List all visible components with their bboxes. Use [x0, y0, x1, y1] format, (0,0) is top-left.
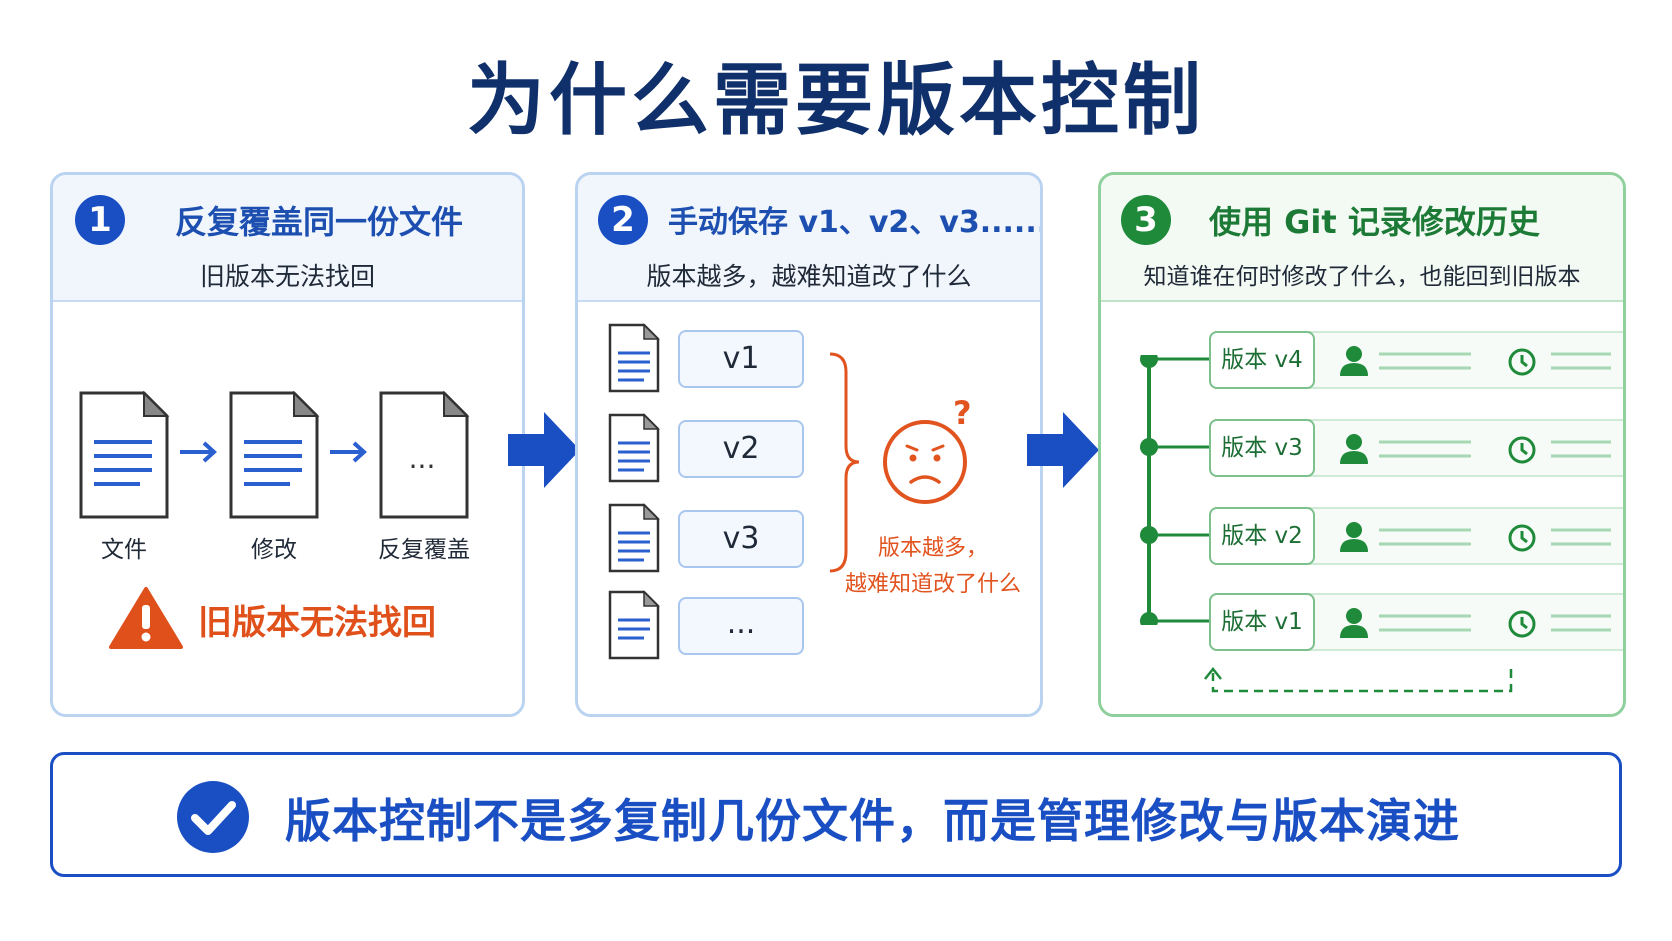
document-icon	[78, 390, 170, 520]
panel-title: 反复覆盖同一份文件	[175, 203, 464, 241]
conclusion-text: 版本控制不是多复制几份文件，而是管理修改与版本演进	[285, 794, 1460, 848]
arrow-right-icon	[328, 440, 368, 464]
timeline-line	[1139, 355, 1209, 625]
question-mark-text: ?	[953, 394, 972, 432]
ellipsis-text: ...	[408, 442, 436, 475]
document-icon	[608, 413, 660, 483]
flow-arrow-icon	[1025, 410, 1101, 490]
doc-label: 文件	[101, 537, 147, 563]
confusion-text-line1: 版本越多，	[877, 536, 988, 561]
version-box: v1	[678, 330, 804, 388]
document-icon	[228, 390, 320, 520]
panel-title: 使用 Git 记录修改历史	[1209, 203, 1540, 241]
warning-icon	[108, 585, 184, 651]
user-icon	[1339, 345, 1369, 377]
placeholder-lines	[1379, 439, 1474, 461]
page-title: 为什么需要版本控制	[466, 56, 1205, 146]
version-row: 版本 v1	[1209, 593, 1623, 651]
arrow-right-icon	[178, 440, 218, 464]
user-icon	[1339, 521, 1369, 553]
document-icon: ...	[378, 390, 470, 520]
clock-icon	[1507, 523, 1537, 553]
version-box: ...	[678, 597, 804, 655]
version-tag: 版本 v3	[1209, 419, 1315, 477]
version-row: 版本 v2	[1209, 507, 1623, 565]
placeholder-lines	[1551, 613, 1613, 635]
panel-header: 2 手动保存 v1、v2、v3...... 版本越多，越难知道改了什么	[578, 175, 1040, 302]
curly-brace-icon	[826, 350, 862, 575]
placeholder-lines	[1551, 439, 1613, 461]
version-box: v2	[678, 420, 804, 478]
confusion-text-line2: 越难知道改了什么	[844, 572, 1021, 597]
step-number-badge: 2	[598, 195, 648, 245]
clock-icon	[1507, 609, 1537, 639]
placeholder-lines	[1551, 527, 1613, 549]
version-tag: 版本 v4	[1209, 331, 1315, 389]
placeholder-lines	[1379, 527, 1474, 549]
check-circle-icon	[175, 779, 251, 855]
step-number-badge: 1	[75, 195, 125, 245]
warning-text: 旧版本无法找回	[198, 603, 436, 643]
version-tag: 版本 v1	[1209, 593, 1315, 651]
flow-arrow-icon	[506, 410, 582, 490]
panel-subtitle: 版本越多，越难知道改了什么	[646, 262, 972, 291]
panel-manual-save: 2 手动保存 v1、v2、v3...... 版本越多，越难知道改了什么	[575, 172, 1043, 717]
clock-icon	[1507, 435, 1537, 465]
clock-icon	[1507, 347, 1537, 377]
panel-header: 3 使用 Git 记录修改历史 知道谁在何时修改了什么，也能回到旧版本	[1101, 175, 1623, 302]
document-icon	[608, 503, 660, 573]
panel-title: 手动保存 v1、v2、v3......	[668, 205, 1043, 240]
version-row: 版本 v3	[1209, 419, 1623, 477]
version-row: 版本 v4	[1209, 331, 1623, 389]
doc-label: 修改	[251, 537, 297, 563]
conclusion-bar: 版本控制不是多复制几份文件，而是管理修改与版本演进	[50, 752, 1622, 877]
panel-subtitle: 知道谁在何时修改了什么，也能回到旧版本	[1143, 264, 1581, 290]
version-box: v3	[678, 510, 804, 568]
step-number-badge: 3	[1121, 195, 1171, 245]
user-icon	[1339, 607, 1369, 639]
doc-label: 反复覆盖	[378, 537, 470, 563]
document-icon	[608, 590, 660, 660]
confused-face-icon: ?	[883, 394, 983, 510]
panel-header: 1 反复覆盖同一份文件 旧版本无法找回	[53, 175, 522, 302]
revert-arrow-icon	[1203, 665, 1533, 705]
panel-subtitle: 旧版本无法找回	[199, 262, 375, 291]
placeholder-lines	[1379, 351, 1474, 373]
panel-git-history: 3 使用 Git 记录修改历史 知道谁在何时修改了什么，也能回到旧版本 版本 v…	[1098, 172, 1626, 717]
document-icon	[608, 323, 660, 393]
version-tag: 版本 v2	[1209, 507, 1315, 565]
placeholder-lines	[1551, 351, 1613, 373]
placeholder-lines	[1379, 613, 1474, 635]
panel-overwrite: 1 反复覆盖同一份文件 旧版本无法找回	[50, 172, 525, 717]
user-icon	[1339, 433, 1369, 465]
